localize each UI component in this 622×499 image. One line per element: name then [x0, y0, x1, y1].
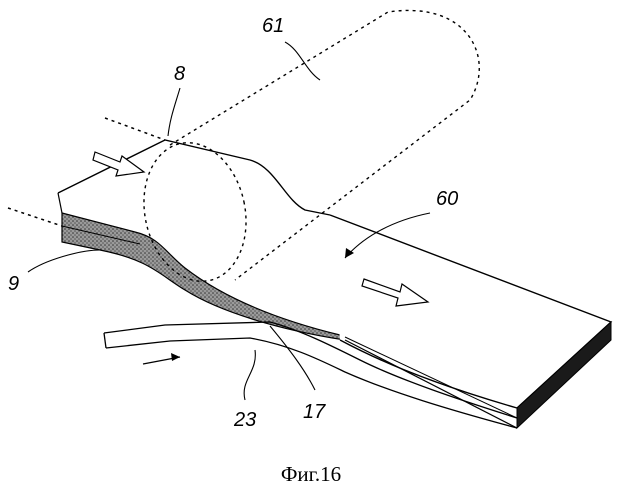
- label-9: 9: [8, 273, 19, 295]
- leader-61: [285, 42, 320, 80]
- label-17: 17: [303, 401, 326, 423]
- label-60: 60: [436, 188, 458, 210]
- guide-line-upper: [105, 118, 165, 140]
- upper-sheet-front: [58, 193, 62, 213]
- leader-23: [244, 350, 255, 400]
- figure-caption: Фиг.16: [0, 462, 622, 487]
- leader-8: [168, 88, 180, 136]
- film-strip-end: [104, 333, 106, 348]
- label-23: 23: [233, 409, 256, 431]
- upper-sheet: [58, 140, 330, 215]
- label-61: 61: [262, 15, 284, 37]
- film-arrow-head: [171, 353, 180, 361]
- guide-line-lower: [8, 208, 62, 226]
- label-8: 8: [174, 63, 185, 85]
- lower-sheet: [62, 213, 345, 340]
- leader-9: [28, 250, 100, 272]
- roller-body: [170, 10, 479, 280]
